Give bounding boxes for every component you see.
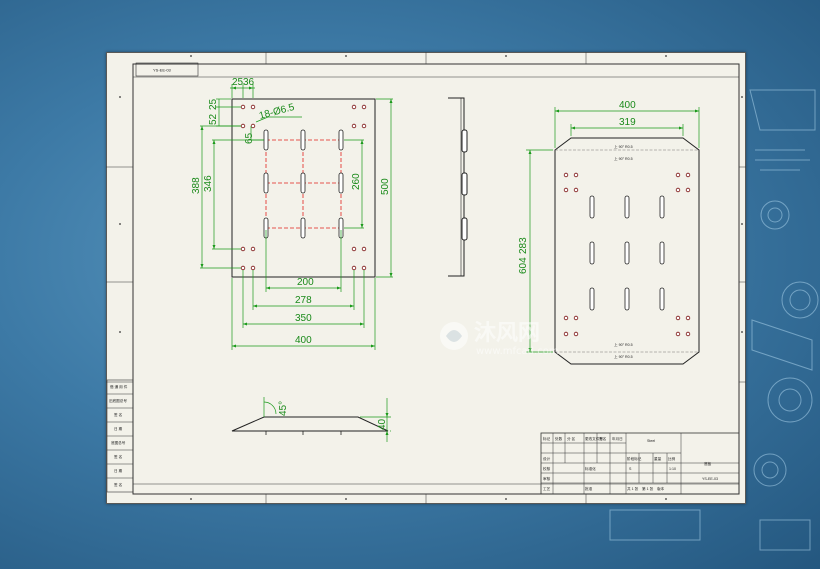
tb-material: Steel xyxy=(647,439,655,443)
front-view-arrows xyxy=(200,86,393,348)
tb-stage-value: S xyxy=(629,467,632,471)
tb-weight-header: 重量 xyxy=(654,456,662,461)
left-table-row-5: 底图总号 xyxy=(111,440,126,445)
title-block: 标记 处数 分 区 更改文件号 签名 年月日 设计 校核 审核 工艺 标准化 批… xyxy=(540,432,740,495)
dim-350: 350 xyxy=(295,313,312,324)
bend-note-1: 上 90° R0.5 xyxy=(614,144,633,149)
bend-note-3: 上 90° R0.5 xyxy=(614,342,633,347)
bottom-view: 45° 40 xyxy=(231,397,391,442)
tb-label-review: 审核 xyxy=(543,476,551,481)
dim-52-left: 52 xyxy=(208,113,219,125)
dim-400-front: 400 xyxy=(295,335,312,346)
hole-callout: 18-Ø6.5 xyxy=(258,102,296,122)
tb-drawing-number: YS-EE-03 xyxy=(702,477,718,481)
dim-40: 40 xyxy=(377,418,388,430)
tb-label-design: 设计 xyxy=(543,456,551,461)
bend-note-4: 上 90° R0.5 xyxy=(614,354,633,359)
flat-pattern-holes xyxy=(563,172,691,337)
frame-markers xyxy=(119,55,743,500)
left-table-row-6: 签 名 xyxy=(114,454,123,459)
left-table-row-7: 日 期 xyxy=(114,468,123,473)
drawing-canvas: YS-EE-03 xyxy=(106,52,746,504)
dim-260: 260 xyxy=(351,173,362,190)
dim-346: 346 xyxy=(203,175,214,192)
dim-604: 604 xyxy=(518,257,529,274)
front-view-dimension-texts: 25 36 52 25 18-Ø6.5 65 388 346 260 500 2… xyxy=(191,77,391,346)
bend-note-2: 上 90° R0.5 xyxy=(614,156,633,161)
left-table-row-4: 日 期 xyxy=(114,426,123,431)
dim-388: 388 xyxy=(191,177,202,194)
tb-header-mark: 标记 xyxy=(543,436,551,441)
left-table-texts: 借 通 用 件 旧底图总号 签 名 日 期 底图总号 签 名 日 期 签 名 xyxy=(109,384,128,487)
left-table-row-8: 签 名 xyxy=(114,482,123,487)
side-view xyxy=(448,97,468,277)
title-block-texts: 标记 处数 分 区 更改文件号 签名 年月日 设计 校核 审核 工艺 标准化 批… xyxy=(543,436,718,491)
tb-label-check: 校核 xyxy=(543,466,551,471)
tb-header-change: 更改文件号 xyxy=(585,436,603,441)
tb-header-sign: 签名 xyxy=(599,436,607,441)
tb-part-name: 底板 xyxy=(704,461,712,466)
flat-pattern-view: 上 90° R0.5 上 90° R0.5 上 90° R0.5 上 90° R… xyxy=(518,100,700,365)
left-side-table: 借 通 用 件 旧底图总号 签 名 日 期 底图总号 签 名 日 期 签 名 xyxy=(106,379,134,493)
dim-angle: 45° xyxy=(278,401,289,416)
left-table-row-3: 签 名 xyxy=(114,412,123,417)
code-box-text: YS-EE-03 xyxy=(153,68,172,73)
title-block-lines xyxy=(541,433,739,494)
dim-283: 283 xyxy=(518,237,529,254)
tb-label-process: 工艺 xyxy=(543,486,551,491)
dim-500: 500 xyxy=(380,178,391,195)
dim-25-top: 25 xyxy=(232,77,244,88)
bend-notes: 上 90° R0.5 上 90° R0.5 上 90° R0.5 上 90° R… xyxy=(614,144,633,359)
flat-pattern-dimension-lines xyxy=(526,107,700,353)
tb-sheet-total: 共 1 张 xyxy=(627,486,639,491)
dim-25-left: 25 xyxy=(208,98,219,110)
left-table-lines xyxy=(107,393,133,479)
dim-319: 319 xyxy=(619,117,636,128)
tb-stage-header: 阶段标记 xyxy=(627,456,642,461)
tb-header-date: 年月日 xyxy=(612,436,623,441)
flat-pattern-dimension-texts: 400 319 604 283 xyxy=(518,100,636,274)
dim-278: 278 xyxy=(295,295,312,306)
front-view-holes xyxy=(240,104,367,271)
dim-400-flat: 400 xyxy=(619,100,636,111)
tb-header-count: 处数 xyxy=(555,436,563,441)
drawing-sheet: YS-EE-03 xyxy=(106,52,746,504)
tb-scale-header: 比例 xyxy=(668,456,676,461)
tb-version: 版本 xyxy=(657,486,665,491)
flat-pattern-arrows xyxy=(528,109,699,352)
tb-header-zone: 分 区 xyxy=(567,436,576,441)
flat-pattern-slots xyxy=(589,195,665,311)
dim-36-top: 36 xyxy=(243,77,255,88)
dim-200: 200 xyxy=(297,277,314,288)
front-view: 25 36 52 25 18-Ø6.5 65 388 346 260 500 2… xyxy=(191,77,393,350)
drawing-frame xyxy=(106,52,746,504)
bend-lines xyxy=(555,149,699,353)
left-table-row-1: 借 通 用 件 xyxy=(110,384,128,389)
dim-65: 65 xyxy=(244,132,255,144)
code-box: YS-EE-03 xyxy=(135,62,199,77)
left-table-row-2: 旧底图总号 xyxy=(109,398,127,403)
front-view-slots xyxy=(263,129,344,239)
tb-label-approve: 批准 xyxy=(585,486,593,491)
bottom-view-arrows xyxy=(385,413,389,435)
tb-label-standard: 标准化 xyxy=(585,466,596,471)
bottom-view-dimension-texts: 45° 40 xyxy=(278,401,388,430)
front-view-dimension-lines xyxy=(200,84,393,350)
tb-sheet-no: 第 1 张 xyxy=(642,486,654,491)
bottom-view-tabs xyxy=(265,431,342,435)
tb-scale-value: 1:10 xyxy=(669,467,676,471)
